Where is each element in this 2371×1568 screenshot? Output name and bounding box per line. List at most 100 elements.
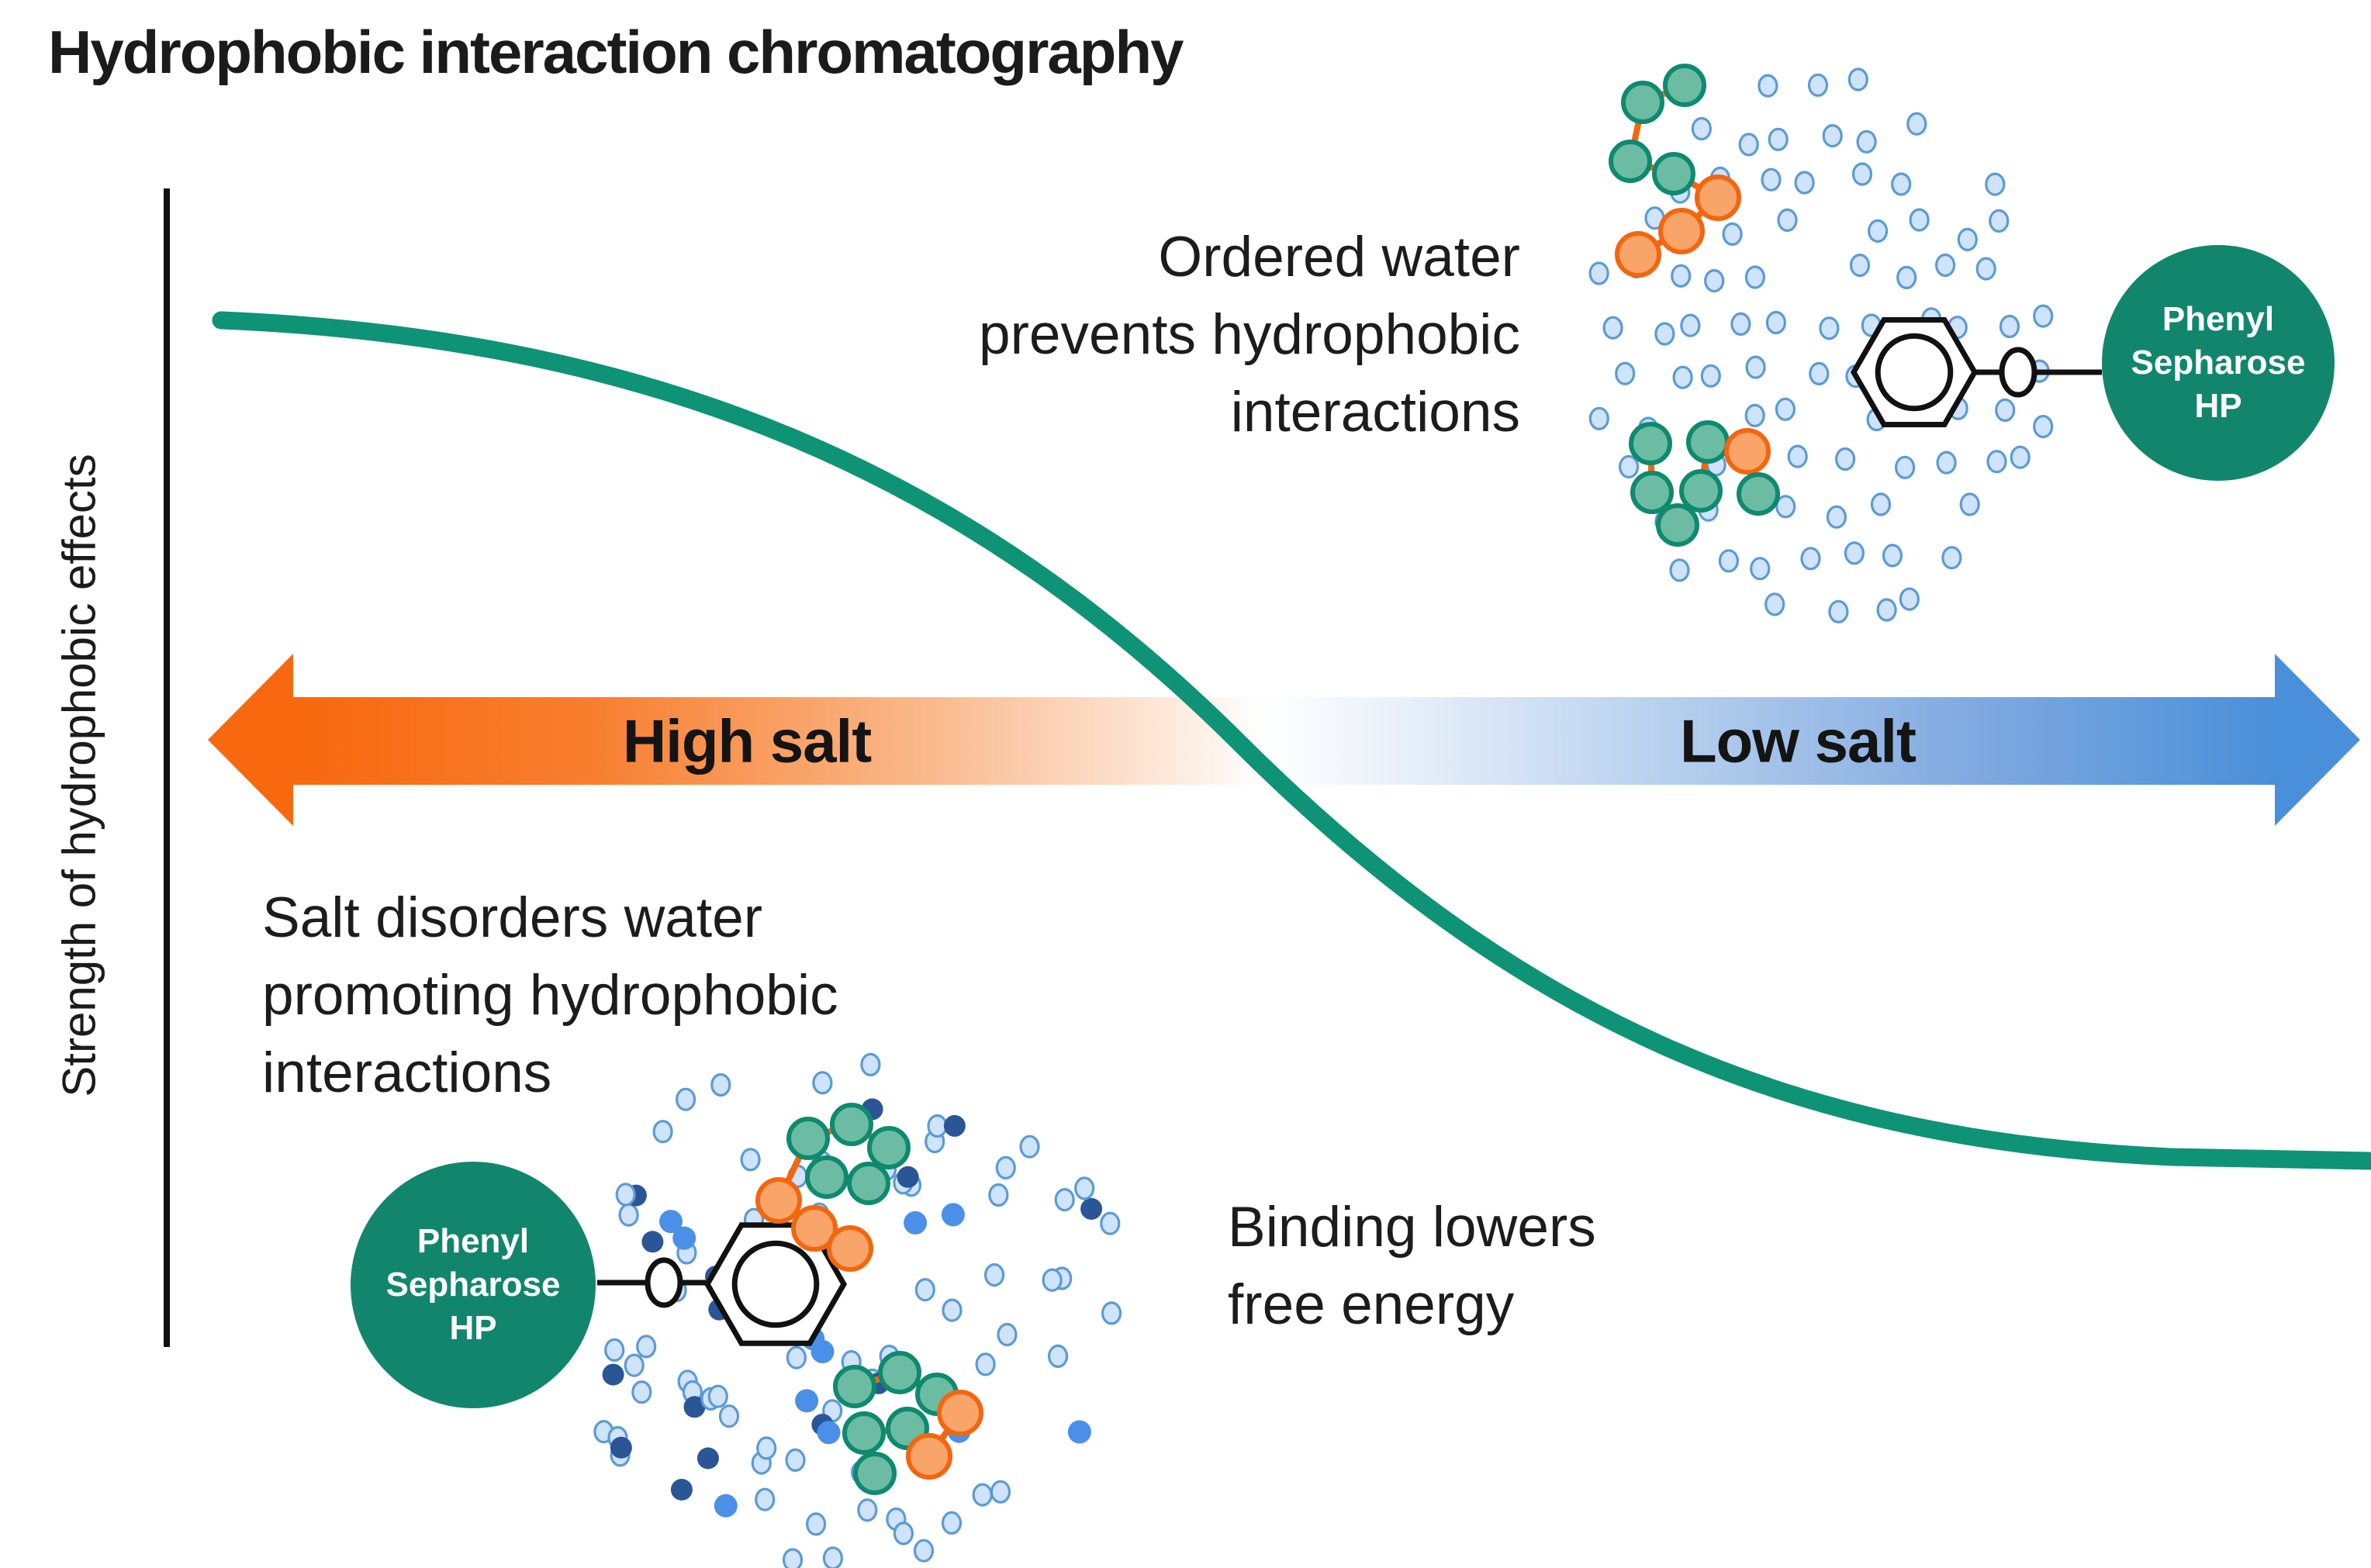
water-dot — [1891, 172, 1912, 196]
water-dot — [1669, 558, 1690, 582]
water-dot — [1856, 130, 1877, 154]
water-dot — [1986, 450, 2007, 474]
y-axis-label: Strength of hydrophobic effects — [53, 454, 105, 1097]
water-dot — [975, 1352, 996, 1376]
water-dot — [1826, 505, 1847, 529]
water-dot — [1775, 495, 1796, 519]
water-dot — [1807, 73, 1829, 97]
water-dot — [1985, 172, 2006, 196]
oxygen-atom — [1999, 347, 2037, 398]
protein-bead-hydrophobic — [937, 1390, 983, 1436]
water-dot — [1870, 492, 1892, 516]
protein-bead-hydrophilic — [1686, 420, 1730, 464]
oxygen-atom — [645, 1257, 683, 1308]
water-dot — [1722, 222, 1743, 246]
annotation-line: Salt disorders water — [262, 886, 763, 949]
water-dot — [1761, 168, 1782, 192]
water-dot — [1899, 587, 1920, 611]
water-dot — [707, 1384, 728, 1408]
water-dot — [1999, 314, 2020, 339]
annotation-line: prevents hydrophobic — [979, 303, 1520, 366]
water-dot — [822, 1546, 843, 1568]
water-dot — [1835, 447, 1856, 471]
protein-bead-hydrophilic — [1621, 81, 1664, 124]
water-dot — [1809, 361, 1830, 385]
protein-bead-hydrophilic — [1679, 469, 1723, 513]
water-dot — [1895, 455, 1916, 479]
water-dot — [927, 1114, 948, 1138]
water-dot — [2033, 304, 2054, 328]
protein-bead-hydrophilic — [1609, 140, 1652, 183]
water-dot — [1738, 133, 1759, 157]
water-dot — [1101, 1301, 1122, 1325]
water-dot-salt — [904, 1211, 928, 1235]
low-salt-arrowhead — [2275, 654, 2360, 826]
water-dot — [1700, 364, 1721, 388]
y-axis-line — [164, 188, 170, 1347]
protein-bead-hydrophilic — [786, 1117, 830, 1160]
water-dot — [983, 1262, 1005, 1287]
water-dot-salt — [659, 1210, 683, 1234]
water-dot — [1800, 547, 1821, 571]
water-dot — [1744, 403, 1765, 428]
annotation-ordered-water: Ordered water prevents hydrophobic inter… — [900, 219, 1520, 451]
water-dot — [805, 1512, 827, 1536]
water-dot — [710, 1072, 731, 1097]
water-dot — [785, 1448, 806, 1473]
water-dot — [1619, 454, 1640, 479]
water-dot — [1100, 1211, 1121, 1235]
protein-bead-hydrophilic — [853, 1452, 897, 1495]
water-dot — [755, 1487, 776, 1511]
protein-bead-hydrophilic — [805, 1155, 849, 1199]
ligand-label-line: HP — [449, 1309, 497, 1347]
water-dot — [972, 1483, 993, 1507]
water-dot — [1847, 67, 1868, 92]
water-dot — [1750, 557, 1771, 581]
water-dot-salt — [714, 1494, 738, 1518]
protein-bead-hydrophilic — [878, 1351, 921, 1394]
water-dot — [631, 1380, 652, 1404]
protein-bead-hydrophobic — [1695, 174, 1741, 221]
water-dot — [1602, 316, 1623, 340]
high-salt-arrowhead — [208, 654, 293, 826]
water-dot — [988, 1183, 1009, 1207]
annotation-line: interactions — [262, 1041, 552, 1104]
annotation-line: interactions — [1230, 381, 1520, 444]
water-dot — [1047, 1344, 1069, 1369]
water-dot — [1758, 74, 1778, 98]
water-dot — [1777, 208, 1798, 232]
protein-bead-hydrophobic — [1724, 428, 1771, 475]
protein-bead-hydrophobic — [906, 1433, 952, 1480]
water-dot-salt — [943, 1114, 966, 1137]
protein-bead-hydrophilic — [867, 1126, 911, 1169]
water-dot — [1995, 398, 2016, 423]
annotation-line: Ordered water — [1158, 226, 1520, 288]
water-dot-salt — [610, 1436, 632, 1459]
water-dot-salt — [1067, 1420, 1091, 1444]
water-dot — [740, 1148, 761, 1172]
water-dot — [1074, 1176, 1095, 1200]
water-dot — [1896, 265, 1917, 289]
water-dot — [1906, 112, 1927, 136]
water-dot — [652, 1120, 673, 1144]
benzene-ring-icon — [1850, 317, 1979, 427]
water-dot — [913, 1539, 935, 1563]
water-dot — [914, 1278, 935, 1302]
protein-bead-hydrophilic — [833, 1365, 876, 1408]
water-dot — [1935, 253, 1956, 278]
water-dot — [1718, 549, 1739, 573]
water-dot-salt — [941, 1203, 965, 1227]
ligand-label-line: Phenyl — [2162, 300, 2275, 338]
water-dot — [1768, 127, 1789, 151]
water-dot — [675, 1087, 696, 1111]
water-dot — [1787, 444, 1808, 468]
water-dot — [756, 1436, 777, 1460]
water-dot — [1691, 116, 1712, 141]
water-dot — [812, 1071, 833, 1095]
protein-bead-hydrophobic — [755, 1177, 802, 1224]
water-dot — [615, 1183, 636, 1207]
water-dot — [990, 1480, 1011, 1504]
water-dot — [1849, 254, 1871, 278]
